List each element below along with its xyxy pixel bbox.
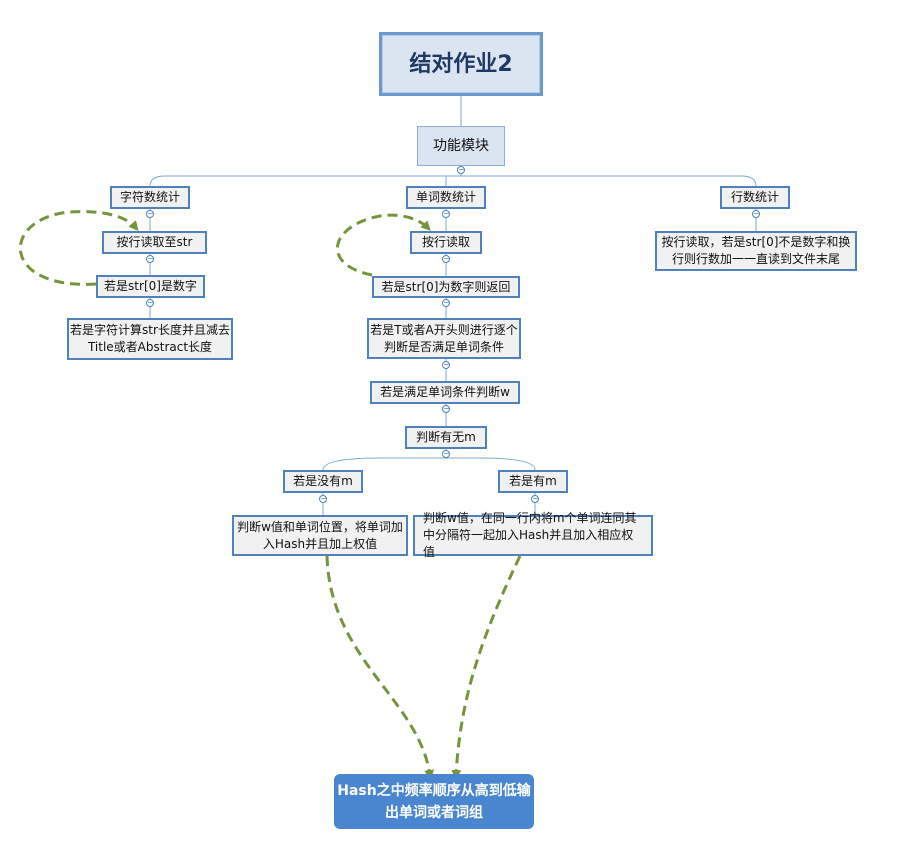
collapse-toggle-icon[interactable]: −: [442, 254, 450, 263]
line-count-step1[interactable]: 按行读取，若是str[0]不是数字和换行则行数加一一直读到文件末尾: [655, 231, 857, 271]
collapse-toggle-icon[interactable]: −: [457, 165, 465, 174]
collapse-toggle-icon[interactable]: −: [146, 209, 154, 218]
word-count-step2[interactable]: 若是str[0]为数字则返回: [372, 276, 520, 298]
collapse-toggle-icon[interactable]: −: [442, 360, 450, 369]
word-count-step4[interactable]: 若是满足单词条件判断w: [370, 381, 520, 404]
output-node[interactable]: Hash之中频率顺序从高到低输出单词或者词组: [334, 774, 534, 829]
collapse-toggle-icon[interactable]: −: [752, 209, 760, 218]
no-m-node[interactable]: 若是没有m: [283, 470, 363, 493]
collapse-toggle-icon[interactable]: −: [442, 404, 450, 413]
has-m-action[interactable]: 判断w值，在同一行内将m个单词连同其中分隔符一起加入Hash并且加入相应权值: [413, 511, 653, 559]
has-m-node[interactable]: 若是有m: [498, 470, 568, 493]
collapse-toggle-icon[interactable]: −: [442, 449, 450, 458]
char-count-step3[interactable]: 若是字符计算str长度并且减去Title或者Abstract长度: [67, 318, 233, 360]
root-node[interactable]: 结对作业2: [379, 32, 543, 96]
collapse-toggle-icon[interactable]: −: [319, 494, 327, 503]
word-count-step3[interactable]: 若是T或者A开头则进行逐个判断是否满足单词条件: [367, 318, 521, 359]
word-count-step5[interactable]: 判断有无m: [405, 426, 487, 449]
char-count-step1[interactable]: 按行读取至str: [102, 231, 207, 254]
collapse-toggle-icon[interactable]: −: [531, 494, 539, 503]
module-node[interactable]: 功能模块: [417, 126, 505, 166]
char-count-step2[interactable]: 若是str[0]是数字: [96, 275, 205, 298]
no-m-action[interactable]: 判断w值和单词位置，将单词加入Hash并且加上权值: [232, 515, 408, 556]
collapse-toggle-icon[interactable]: −: [442, 209, 450, 218]
collapse-toggle-icon[interactable]: −: [146, 254, 154, 263]
char-count-title[interactable]: 字符数统计: [110, 186, 190, 209]
collapse-toggle-icon[interactable]: −: [442, 298, 450, 307]
word-count-title[interactable]: 单词数统计: [406, 186, 486, 209]
word-count-step1[interactable]: 按行读取: [410, 231, 482, 254]
collapse-toggle-icon[interactable]: −: [146, 298, 154, 307]
line-count-title[interactable]: 行数统计: [720, 186, 790, 209]
